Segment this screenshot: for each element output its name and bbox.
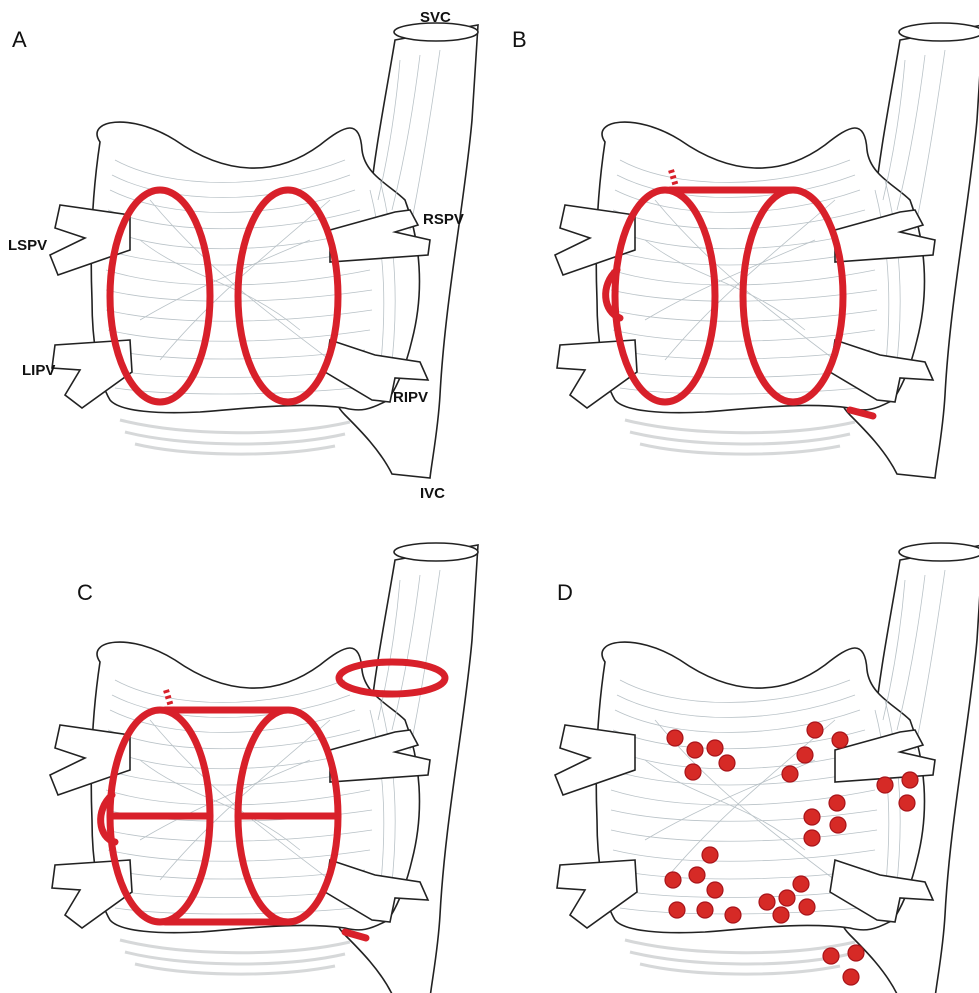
panel-a: A SVC RSPV LSPV LIPV RIPV IVC	[8, 9, 478, 502]
ablation-point	[823, 948, 839, 964]
rspv-label: RSPV	[423, 211, 464, 228]
lipv-label: LIPV	[22, 362, 55, 379]
panel-label-a: A	[12, 27, 27, 52]
ablation-point	[830, 817, 846, 833]
ripv-label: RIPV	[393, 389, 428, 406]
ablation-point	[707, 740, 723, 756]
panel-label-c: C	[77, 580, 93, 605]
ablation-point	[877, 777, 893, 793]
ablation-point	[689, 867, 705, 883]
ablation-point	[843, 969, 859, 985]
ablation-point	[697, 902, 713, 918]
ablation-point	[707, 882, 723, 898]
left-atrium-diagram-d	[555, 543, 979, 993]
lspv-label: LSPV	[8, 237, 47, 254]
ivc-label: IVC	[420, 485, 445, 502]
panel-b: B	[512, 23, 979, 478]
ablation-point	[848, 945, 864, 961]
ablation-point	[829, 795, 845, 811]
ablation-point	[807, 722, 823, 738]
ablation-point	[804, 830, 820, 846]
ablation-point	[669, 902, 685, 918]
ablation-point	[759, 894, 775, 910]
ablation-point	[719, 755, 735, 771]
ablation-point	[773, 907, 789, 923]
ablation-point	[799, 899, 815, 915]
panel-c: C	[50, 543, 478, 993]
ablation-point	[725, 907, 741, 923]
ablation-point	[687, 742, 703, 758]
ablation-point	[685, 764, 701, 780]
ablation-point	[899, 795, 915, 811]
ablation-point	[702, 847, 718, 863]
ablation-point	[902, 772, 918, 788]
ablation-point	[779, 890, 795, 906]
ablation-point	[667, 730, 683, 746]
ablation-point	[665, 872, 681, 888]
panel-label-b: B	[512, 27, 527, 52]
svc-label: SVC	[420, 9, 451, 26]
panel-label-d: D	[557, 580, 573, 605]
panel-d: D	[555, 543, 979, 993]
ablation-point	[832, 732, 848, 748]
ablation-point	[797, 747, 813, 763]
ablation-point	[793, 876, 809, 892]
ablation-point	[782, 766, 798, 782]
ablation-point	[804, 809, 820, 825]
